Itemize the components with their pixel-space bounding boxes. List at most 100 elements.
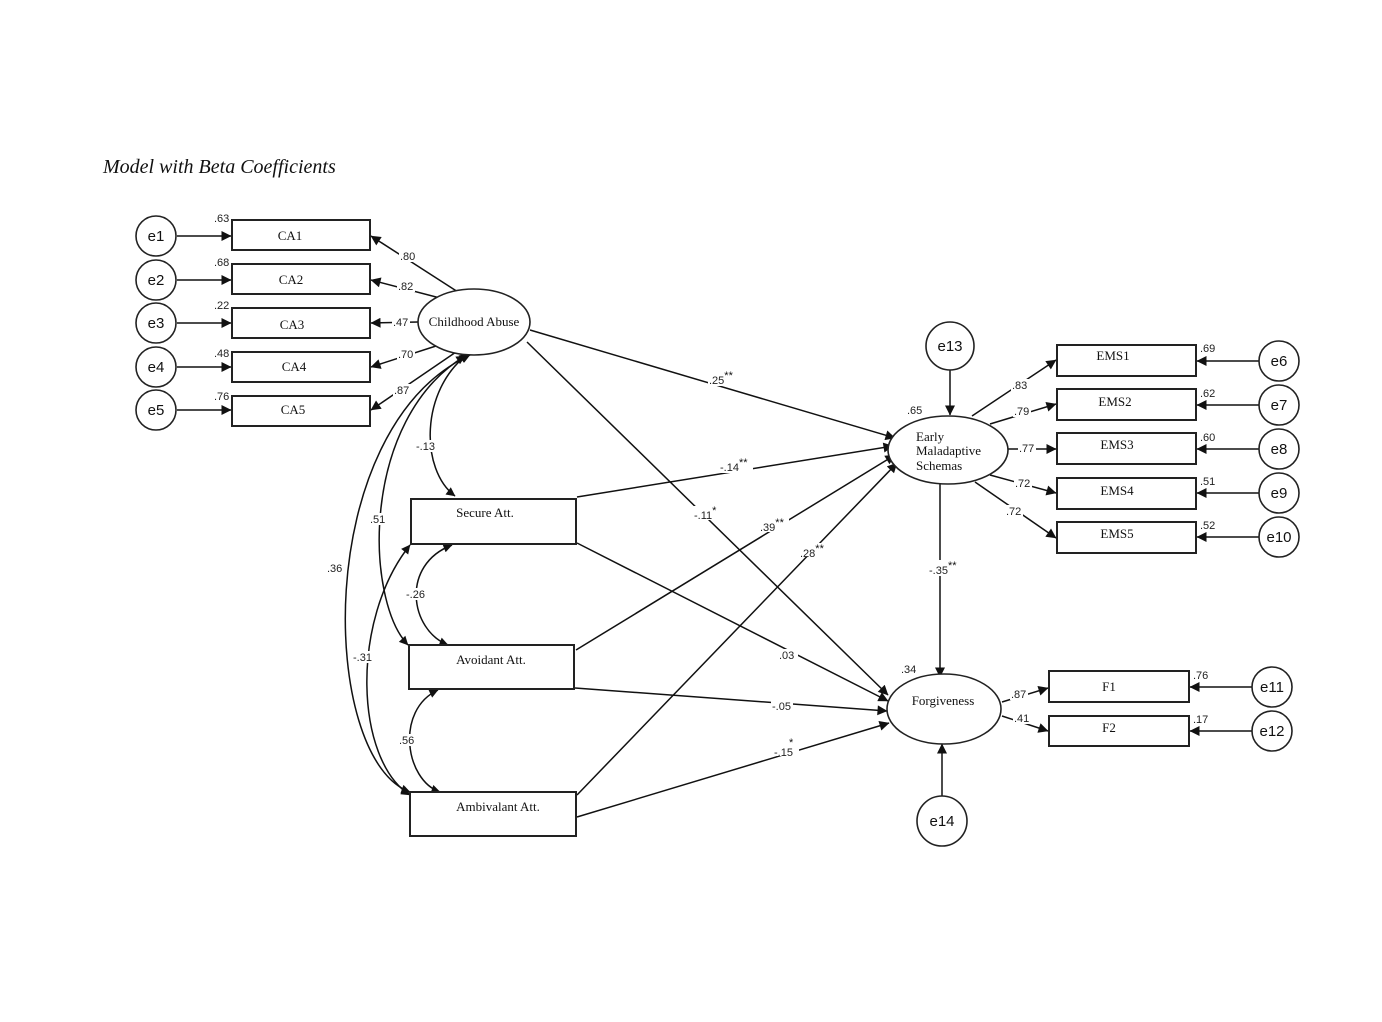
coef-path-ambivalant-forg: -.15*: [774, 737, 794, 759]
r2-ems: .65: [907, 405, 922, 417]
latent-forgiveness: Forgiveness: [886, 673, 1002, 745]
coef-loading-ca2: .82: [398, 281, 413, 293]
coef-path-avoidant-forg: -.05: [772, 701, 791, 713]
indicator-ca2: CA2: [231, 263, 371, 295]
error-label: e7: [1271, 397, 1288, 414]
path-avoidant-forg: [574, 687, 888, 716]
observed-ambivalant-att: Ambivalant Att.: [409, 791, 577, 837]
r2-ems2: .62: [1200, 388, 1215, 400]
indicator-label: CA2: [279, 272, 304, 287]
error-label: e4: [148, 359, 165, 376]
latent-label: Schemas: [916, 458, 962, 473]
coef-loading-ems3: .77: [1019, 443, 1034, 455]
cov-ca-ambivalant: [344, 354, 471, 794]
indicator-label: F1: [1102, 679, 1116, 694]
r2-forgiveness: .34: [901, 664, 916, 676]
coef-path-secure-forg: .03: [779, 650, 794, 662]
indicator-ems4: EMS4: [1056, 477, 1197, 510]
coef-cov-avoidant-ambivalant: .56: [399, 735, 414, 747]
coef-value: -.11: [694, 510, 712, 522]
significance-marker: *: [712, 505, 717, 517]
error-label: e12: [1259, 723, 1284, 740]
coef-value: .39: [760, 522, 775, 534]
coef-cov-secure-avoidant: -.26: [406, 589, 425, 601]
path-ambivalant-forg: [576, 720, 890, 818]
error-e10: e10: [1258, 516, 1300, 558]
coef-value: -.35: [929, 565, 948, 577]
significance-marker: *: [789, 737, 794, 749]
coef-value: .25: [709, 375, 724, 387]
latent-label: Maladaptive: [916, 443, 981, 458]
indicator-label: EMS3: [1100, 437, 1133, 452]
error-e1: e1: [135, 215, 177, 257]
indicator-ca4: CA4: [231, 351, 371, 383]
coef-loading-ems5: .72: [1006, 506, 1021, 518]
coef-path-ca-ems: .25**: [709, 370, 734, 387]
r2-ems3: .60: [1200, 432, 1215, 444]
error-label: e9: [1271, 485, 1288, 502]
indicator-ca5: CA5: [231, 395, 371, 427]
error-label: e5: [148, 402, 165, 419]
r2-ems5: .52: [1200, 520, 1215, 532]
coef-cov-ca-avoidant: .51: [370, 514, 385, 526]
figure-title: Model with Beta Coefficients: [103, 156, 336, 178]
latent-label: Forgiveness: [912, 693, 975, 708]
indicator-f2: F2: [1048, 715, 1190, 747]
observed-label: Avoidant Att.: [456, 652, 526, 667]
r2-ca1: .63: [214, 213, 229, 225]
coef-cov-secure-ambivalant: -.31: [353, 652, 372, 664]
coef-loading-ca4: .70: [398, 349, 413, 361]
loading-ca5: [370, 351, 457, 411]
coef-path-secure-ems: -.14**: [720, 457, 748, 474]
significance-marker: **: [724, 370, 733, 382]
r2-ca2: .68: [214, 257, 229, 269]
indicator-ca1: CA1: [231, 219, 371, 251]
coef-path-avoidant-ems: .39**: [760, 517, 785, 534]
r2-f1: .76: [1193, 670, 1208, 682]
coef-path-ems-forg: -.35**: [929, 560, 957, 577]
observed-secure-att: Secure Att.: [410, 498, 577, 545]
indicator-f1: F1: [1048, 670, 1190, 703]
error-e9: e9: [1258, 472, 1300, 514]
coef-loading-ems2: .79: [1014, 406, 1029, 418]
latent-childhood-abuse: Childhood Abuse: [417, 288, 531, 356]
error-label: e2: [148, 272, 165, 289]
coef-loading-f1: .87: [1011, 689, 1026, 701]
significance-marker: **: [739, 457, 748, 469]
error-label: e6: [1271, 353, 1288, 370]
coef-value: -.14: [720, 462, 739, 474]
error-e11: e11: [1251, 666, 1293, 708]
indicator-label: EMS2: [1098, 394, 1131, 409]
indicator-ems5: EMS5: [1056, 521, 1197, 554]
observed-label: Secure Att.: [456, 505, 514, 520]
error-e13: e13: [925, 321, 975, 371]
coef-path-ca-forg: -.11*: [694, 505, 717, 522]
error-label: e10: [1266, 529, 1291, 546]
indicator-label: CA5: [281, 402, 306, 417]
error-label: e3: [148, 315, 165, 332]
coef-loading-ca1: .80: [400, 251, 415, 263]
r2-ca5: .76: [214, 391, 229, 403]
coef-loading-ems4: .72: [1015, 478, 1030, 490]
indicator-ems2: EMS2: [1056, 388, 1197, 421]
error-label: e11: [1260, 679, 1284, 696]
error-label: e14: [929, 813, 954, 830]
significance-marker: **: [815, 543, 824, 555]
r2-ca3: .22: [214, 300, 229, 312]
cov-secure-ambivalant: [366, 544, 411, 796]
indicator-ems1: EMS1: [1056, 344, 1197, 377]
error-e14: e14: [916, 795, 968, 847]
cov-ca-secure: [429, 353, 469, 497]
coef-loading-ca5: .87: [394, 385, 409, 397]
error-e7: e7: [1258, 384, 1300, 426]
indicator-ca3: CA3: [231, 307, 371, 339]
indicator-ems3: EMS3: [1056, 432, 1197, 465]
error-label: e8: [1271, 441, 1288, 458]
coef-value: .28: [800, 548, 815, 560]
coef-loading-ca3: .47: [393, 317, 408, 329]
error-e5: e5: [135, 389, 177, 431]
indicator-label: EMS5: [1100, 526, 1133, 541]
significance-marker: **: [775, 517, 784, 529]
error-e8: e8: [1258, 428, 1300, 470]
